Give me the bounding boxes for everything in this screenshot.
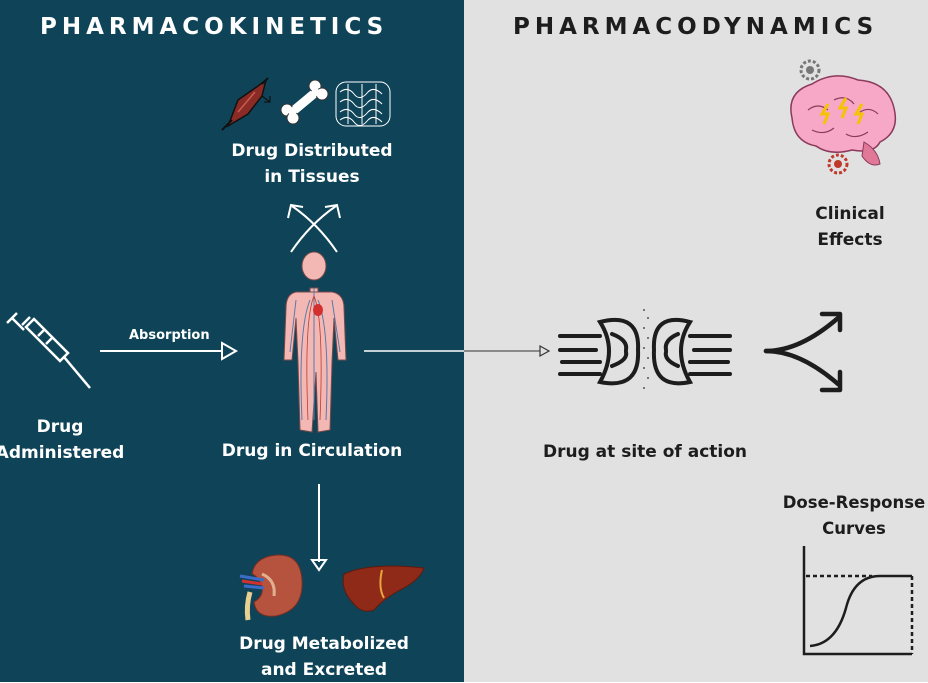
drug-metabolized-label: Drug Metabolized and Excreted	[239, 634, 409, 680]
circulation-to-site-arrow	[364, 344, 551, 358]
drug-administered-label: Drug Administered	[0, 417, 125, 463]
synapse-icon	[558, 317, 732, 386]
brain-icon	[790, 59, 897, 175]
tissue-mesh-icon	[335, 81, 391, 127]
absorption-arrow	[100, 341, 239, 361]
human-body-icon	[283, 251, 347, 433]
distribution-arrows	[287, 203, 341, 253]
liver-icon	[342, 565, 425, 612]
synapse-cleft-dots	[643, 309, 649, 389]
kidney-icon	[239, 554, 303, 621]
drug-distributed-label: Drug Distributed in Tissues	[231, 141, 393, 187]
muscle-icon	[221, 77, 271, 131]
split-arrow-icon	[763, 311, 843, 393]
dose-response-label: Dose-Response Curves	[782, 493, 926, 538]
dose-response-curve-icon	[802, 546, 914, 656]
syringe-icon	[6, 312, 91, 389]
absorption-label: Absorption	[129, 328, 210, 343]
pharmacokinetics-title: PHARMACOKINETICS	[40, 14, 389, 40]
pharmacodynamics-title: PHARMACODYNAMICS	[513, 14, 879, 40]
excretion-arrow	[310, 484, 328, 572]
drug-at-site-label: Drug at site of action	[543, 442, 747, 462]
bone-icon	[280, 79, 329, 125]
drug-in-circulation-label: Drug in Circulation	[221, 441, 403, 461]
clinical-effects-label: Clinical Effects	[815, 204, 885, 250]
